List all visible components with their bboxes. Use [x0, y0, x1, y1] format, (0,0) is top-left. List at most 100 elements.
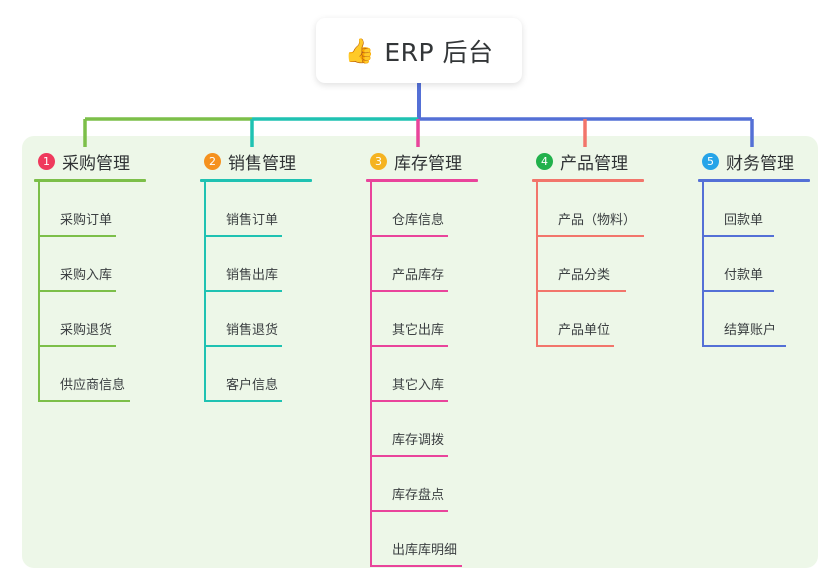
- leaf-item[interactable]: 采购入库: [34, 237, 146, 292]
- leaf-stem: [370, 182, 372, 237]
- leaf-item[interactable]: 付款单: [698, 237, 810, 292]
- leaf-item[interactable]: 产品单位: [532, 292, 644, 347]
- leaf-label: 产品库存: [392, 268, 445, 283]
- leaf-stem: [204, 347, 206, 402]
- column-header-4[interactable]: 4 产品管理: [532, 148, 644, 174]
- background-panel: [22, 136, 818, 568]
- number-badge-icon: 1: [38, 152, 55, 170]
- leaf-stem: [204, 237, 206, 292]
- leaf-label: 付款单: [724, 268, 764, 283]
- leaf-item[interactable]: 客户信息: [200, 347, 312, 402]
- leaf-item[interactable]: 库存调拨: [366, 402, 478, 457]
- leaf-stem: [370, 457, 372, 512]
- leaf-label: 客户信息: [226, 378, 279, 393]
- leaf-rule: [204, 290, 282, 292]
- leaf-label: 其它出库: [392, 323, 445, 338]
- leaf-rule: [38, 345, 116, 347]
- leaf-item[interactable]: 销售退货: [200, 292, 312, 347]
- leaf-item[interactable]: 产品（物料）: [532, 182, 644, 237]
- leaf-label: 产品单位: [558, 323, 611, 338]
- leaf-list: 销售订单销售出库销售退货客户信息: [200, 182, 312, 402]
- leaf-item[interactable]: 结算账户: [698, 292, 810, 347]
- leaf-stem: [370, 237, 372, 292]
- leaf-stem: [536, 292, 538, 347]
- column-header-1[interactable]: 1 采购管理: [34, 148, 146, 174]
- leaf-item[interactable]: 库存盘点: [366, 457, 478, 512]
- leaf-item[interactable]: 回款单: [698, 182, 810, 237]
- leaf-rule: [370, 565, 462, 567]
- column-header-rule: [532, 179, 644, 182]
- column-header-rule: [34, 179, 146, 182]
- leaf-label: 销售出库: [226, 268, 279, 283]
- number-badge-icon: 4: [536, 152, 553, 170]
- column-header-2[interactable]: 2 销售管理: [200, 148, 312, 174]
- number-badge-icon: 3: [370, 152, 387, 170]
- column-header-rule: [698, 179, 810, 182]
- leaf-label: 仓库信息: [392, 213, 445, 228]
- leaf-label: 销售订单: [226, 213, 279, 228]
- leaf-item[interactable]: 销售订单: [200, 182, 312, 237]
- leaf-stem: [38, 182, 40, 237]
- leaf-item[interactable]: 采购退货: [34, 292, 146, 347]
- leaf-stem: [702, 182, 704, 237]
- leaf-item[interactable]: 采购订单: [34, 182, 146, 237]
- column-header-3[interactable]: 3 库存管理: [366, 148, 478, 174]
- column-3: 3 库存管理仓库信息产品库存其它出库其它入库库存调拨库存盘点出库库明细: [366, 148, 478, 567]
- column-header-label: 产品管理: [560, 153, 628, 174]
- leaf-stem: [204, 182, 206, 237]
- leaf-stem: [370, 402, 372, 457]
- column-header-label: 采购管理: [62, 153, 130, 174]
- leaf-stem: [536, 182, 538, 237]
- leaf-rule: [38, 400, 130, 402]
- column-header-label: 库存管理: [394, 153, 462, 174]
- leaf-list: 产品（物料） 产品分类产品单位: [532, 182, 644, 347]
- leaf-rule: [370, 510, 448, 512]
- column-2: 2 销售管理销售订单销售出库销售退货客户信息: [200, 148, 312, 402]
- leaf-rule: [370, 345, 448, 347]
- leaf-rule: [536, 235, 644, 237]
- leaf-label: 库存盘点: [392, 488, 445, 503]
- leaf-rule: [536, 345, 614, 347]
- leaf-label: 回款单: [724, 213, 764, 228]
- leaf-label: 采购退货: [60, 323, 113, 338]
- leaf-rule: [370, 235, 448, 237]
- leaf-stem: [536, 237, 538, 292]
- leaf-rule: [702, 345, 786, 347]
- leaf-rule: [370, 290, 448, 292]
- leaf-item[interactable]: 出库库明细: [366, 512, 478, 567]
- leaf-label: 采购入库: [60, 268, 113, 283]
- leaf-stem: [38, 347, 40, 402]
- leaf-label: 出库库明细: [392, 543, 458, 558]
- leaf-rule: [204, 235, 282, 237]
- column-4: 4 产品管理产品（物料） 产品分类产品单位: [532, 148, 644, 347]
- column-header-rule: [366, 179, 478, 182]
- leaf-stem: [38, 237, 40, 292]
- leaf-stem: [702, 292, 704, 347]
- leaf-list: 采购订单采购入库采购退货供应商信息: [34, 182, 146, 402]
- root-node-card[interactable]: 👍 ERP 后台: [316, 18, 522, 83]
- number-badge-icon: 2: [204, 152, 221, 170]
- leaf-item[interactable]: 其它入库: [366, 347, 478, 402]
- leaf-item[interactable]: 供应商信息: [34, 347, 146, 402]
- root-node-content: 👍 ERP 后台: [344, 33, 493, 69]
- number-badge-icon: 5: [702, 152, 719, 170]
- leaf-item[interactable]: 其它出库: [366, 292, 478, 347]
- leaf-label: 产品（物料）: [558, 213, 637, 228]
- leaf-item[interactable]: 销售出库: [200, 237, 312, 292]
- leaf-label: 结算账户: [724, 323, 777, 338]
- column-header-label: 销售管理: [228, 153, 296, 174]
- leaf-label: 其它入库: [392, 378, 445, 393]
- leaf-item[interactable]: 产品库存: [366, 237, 478, 292]
- leaf-rule: [536, 290, 626, 292]
- leaf-list: 回款单付款单结算账户: [698, 182, 810, 347]
- leaf-item[interactable]: 产品分类: [532, 237, 644, 292]
- leaf-stem: [702, 237, 704, 292]
- column-header-rule: [200, 179, 312, 182]
- leaf-label: 采购订单: [60, 213, 113, 228]
- leaf-stem: [38, 292, 40, 347]
- leaf-item[interactable]: 仓库信息: [366, 182, 478, 237]
- leaf-label: 供应商信息: [60, 378, 126, 393]
- leaf-rule: [38, 235, 116, 237]
